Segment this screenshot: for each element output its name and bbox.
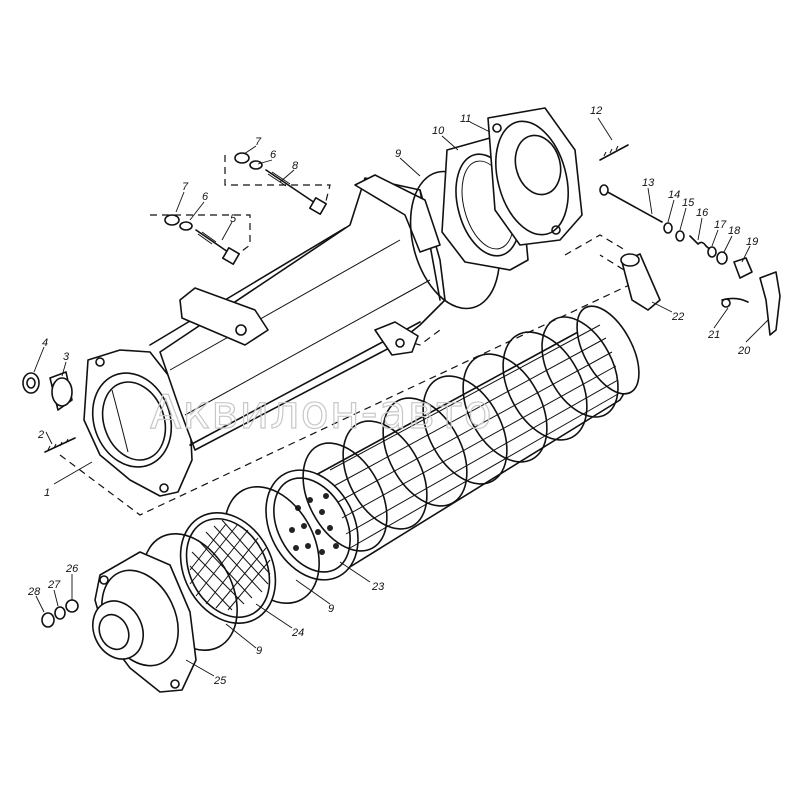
plug-19 bbox=[733, 257, 753, 279]
callout-9-middle: 9 bbox=[328, 603, 334, 615]
washer-26 bbox=[65, 599, 79, 613]
part-14 bbox=[663, 222, 673, 234]
fastener-set-left bbox=[164, 214, 240, 265]
callout-2: 2 bbox=[37, 429, 44, 441]
callout-1: 1 bbox=[44, 487, 50, 499]
callout-4: 4 bbox=[42, 337, 48, 349]
washer-7-left bbox=[164, 214, 180, 226]
callout-23: 23 bbox=[371, 581, 385, 593]
callout-8: 8 bbox=[292, 160, 299, 172]
callout-18: 18 bbox=[728, 225, 741, 237]
front-cover-25 bbox=[92, 551, 197, 693]
cartridge-discs bbox=[302, 316, 619, 552]
washer-6-upper bbox=[249, 160, 263, 170]
cartridge-ribs bbox=[329, 324, 619, 549]
rear-sealing-parts bbox=[409, 107, 583, 310]
rod-13 bbox=[603, 189, 663, 223]
nut-28 bbox=[41, 612, 55, 628]
stud-12 bbox=[599, 144, 629, 161]
callout-22: 22 bbox=[671, 311, 684, 323]
housing-body bbox=[83, 174, 446, 497]
callout-3: 3 bbox=[63, 351, 70, 363]
left-small-parts bbox=[22, 371, 76, 453]
callout-7-left: 7 bbox=[182, 181, 189, 193]
watermark: Аквилон-авто bbox=[150, 385, 493, 439]
filter-cartridge bbox=[265, 305, 640, 581]
front-sealing-parts bbox=[142, 486, 320, 651]
washer-6-left bbox=[179, 221, 193, 231]
leader-lines bbox=[33, 117, 769, 677]
callout-5: 5 bbox=[230, 213, 237, 225]
callout-6-upper: 6 bbox=[270, 149, 277, 161]
callout-14: 14 bbox=[668, 189, 680, 201]
ring-4 bbox=[22, 372, 40, 394]
callout-25: 25 bbox=[213, 675, 227, 687]
front-fasteners bbox=[41, 599, 79, 628]
callout-11: 11 bbox=[460, 113, 471, 125]
callout-labels: 1 2 3 4 5 6 6 7 7 8 9 9 9 10 11 12 13 14… bbox=[27, 105, 758, 687]
valve-parts bbox=[599, 144, 781, 336]
callout-6-left: 6 bbox=[202, 191, 209, 203]
part-15 bbox=[675, 230, 685, 242]
callout-9-front: 9 bbox=[256, 645, 262, 657]
part-18 bbox=[716, 251, 728, 265]
callout-24: 24 bbox=[291, 627, 304, 639]
fastener-set-upper bbox=[234, 152, 327, 215]
callout-26: 26 bbox=[65, 563, 79, 575]
bolt-5 bbox=[195, 229, 229, 253]
callout-7-upper: 7 bbox=[255, 136, 262, 148]
part-17 bbox=[707, 246, 717, 258]
callout-27: 27 bbox=[47, 579, 61, 591]
callout-19: 19 bbox=[746, 236, 758, 248]
callout-28: 28 bbox=[27, 586, 41, 598]
bolt-8 bbox=[265, 169, 319, 206]
callout-20: 20 bbox=[737, 345, 751, 357]
callout-21: 21 bbox=[707, 329, 720, 341]
callout-13: 13 bbox=[642, 177, 655, 189]
washer-7-upper bbox=[234, 152, 250, 164]
callout-10: 10 bbox=[432, 125, 445, 137]
callout-15: 15 bbox=[682, 197, 695, 209]
lever-20 bbox=[759, 271, 781, 336]
callout-16: 16 bbox=[696, 207, 709, 219]
washer-27 bbox=[54, 606, 66, 620]
callout-17: 17 bbox=[714, 219, 727, 231]
callout-9-rear: 9 bbox=[395, 148, 401, 160]
callout-12: 12 bbox=[590, 105, 602, 117]
mesh-screen-24 bbox=[179, 511, 277, 625]
